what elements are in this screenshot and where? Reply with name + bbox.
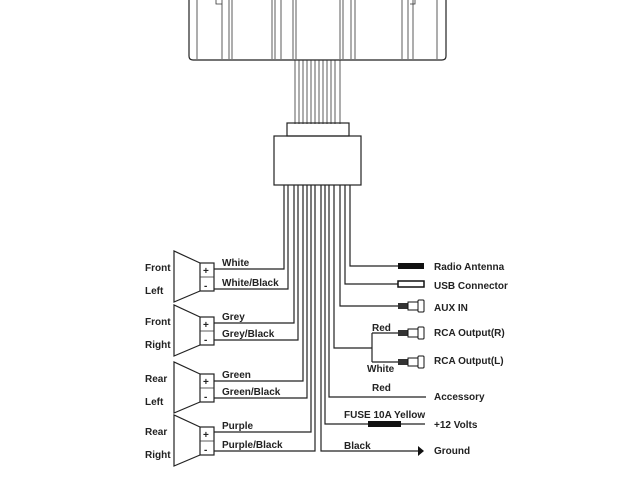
label-accessory-wire: Red <box>372 383 391 394</box>
label-accessory: Accessory <box>434 392 485 403</box>
negative-wire-label: White/Black <box>222 278 279 289</box>
connector-plug <box>286 122 350 137</box>
wire-bundle-lower <box>283 185 299 190</box>
speaker-side: Left <box>145 397 164 408</box>
positive-wire <box>214 185 295 324</box>
label-rca-l-wire: White <box>367 364 395 375</box>
positive-wire <box>214 185 285 270</box>
positive-wire <box>214 185 304 382</box>
label-aux-in: AUX IN <box>434 303 468 314</box>
plus-sign: + <box>203 266 209 277</box>
label-12-volts: +12 Volts <box>434 420 478 431</box>
negative-wire <box>214 185 299 341</box>
aux-plug <box>398 299 425 313</box>
head-unit <box>188 0 447 61</box>
plus-sign: + <box>203 320 209 331</box>
speaker-cone-icon <box>173 250 201 303</box>
positive-wire-label: Green <box>222 370 251 381</box>
ground-arrow-icon <box>418 446 424 456</box>
speaker-name: Front <box>145 317 171 328</box>
minus-sign: - <box>204 281 207 292</box>
plus-sign: + <box>203 430 209 441</box>
speaker-side: Right <box>145 340 171 351</box>
label-rca-r-wire: Red <box>372 323 391 334</box>
speaker-cone-icon <box>173 304 201 357</box>
wire-bundle-upper <box>294 60 341 124</box>
minus-sign: - <box>204 445 207 456</box>
negative-wire <box>214 185 308 399</box>
negative-wire-label: Purple/Black <box>222 440 283 451</box>
negative-wire-label: Green/Black <box>222 387 281 398</box>
label-usb-connector: USB Connector <box>434 281 508 292</box>
speaker-name: Front <box>145 263 171 274</box>
negative-wire <box>214 185 316 452</box>
connector-housing <box>273 135 362 186</box>
label-fuse-wire: FUSE 10A Yellow <box>344 410 425 421</box>
minus-sign: - <box>204 335 207 346</box>
rca-r-plug <box>398 326 425 340</box>
label-ground-wire: Black <box>344 441 371 452</box>
speaker-cone-icon <box>173 361 201 414</box>
speaker-cone-icon <box>173 414 201 467</box>
speaker-side: Left <box>145 286 164 297</box>
usb-plug <box>397 280 425 288</box>
rca-l-plug <box>398 355 425 369</box>
label-ground: Ground <box>434 446 470 457</box>
speaker-name: Rear <box>145 374 167 385</box>
fuse <box>368 421 401 427</box>
negative-wire <box>214 185 289 290</box>
positive-wire-label: Purple <box>222 421 254 432</box>
label-rca-r: RCA Output(R) <box>434 328 505 339</box>
speaker-name: Rear <box>145 427 167 438</box>
label-rca-l: RCA Output(L) <box>434 356 504 367</box>
plus-sign: + <box>203 377 209 388</box>
positive-wire-label: Grey <box>222 312 245 323</box>
positive-wire <box>214 185 312 433</box>
positive-wire-label: White <box>222 258 250 269</box>
speaker-side: Right <box>145 450 171 461</box>
minus-sign: - <box>204 392 207 403</box>
antenna-plug <box>398 263 424 269</box>
label-radio-antenna: Radio Antenna <box>434 262 505 273</box>
negative-wire-label: Grey/Black <box>222 329 275 340</box>
